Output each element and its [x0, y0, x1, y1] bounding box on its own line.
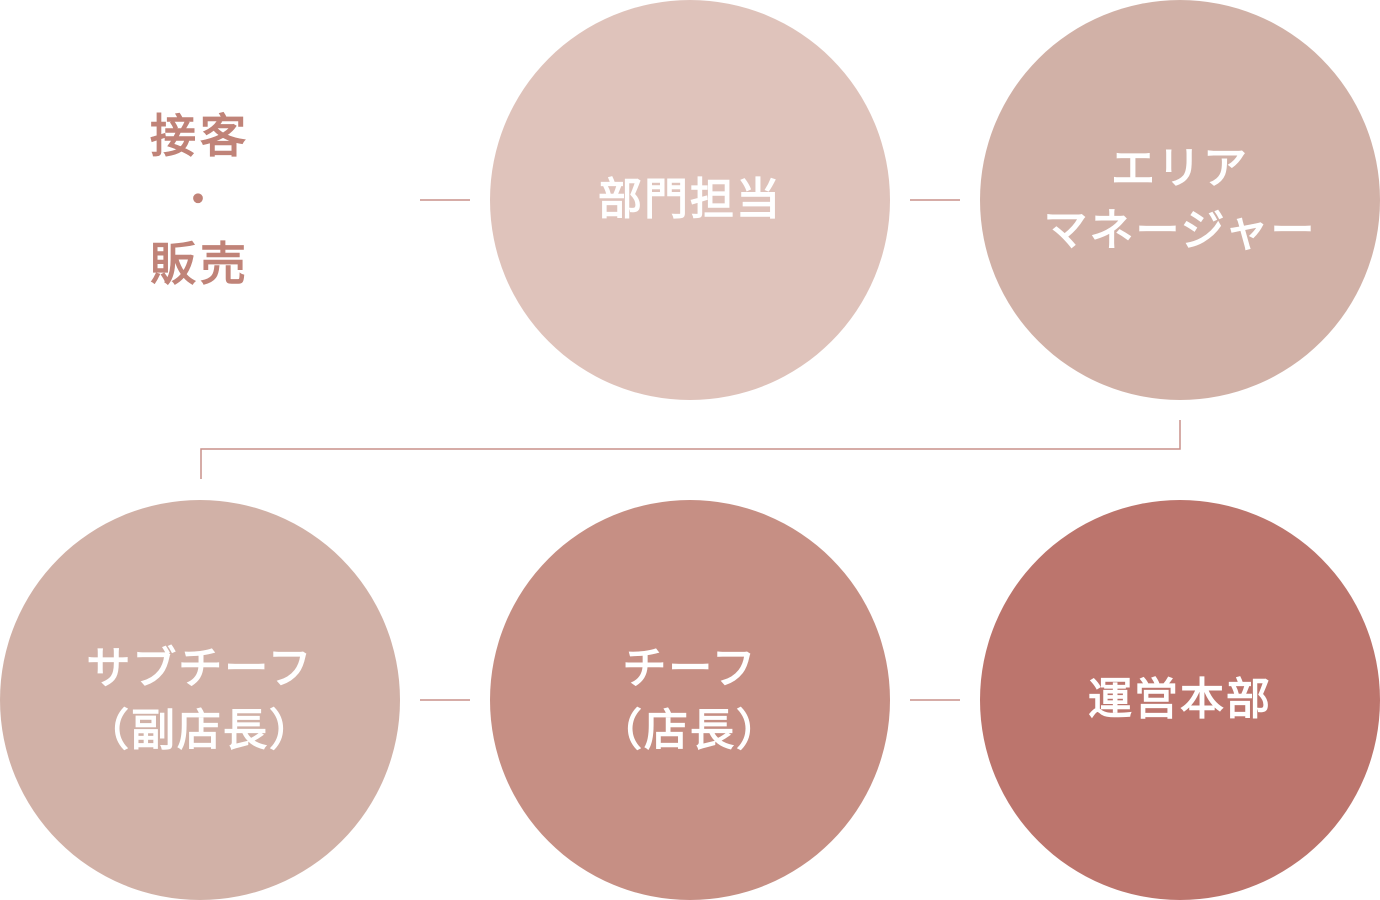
step5-label: 運営本部 — [1088, 674, 1272, 725]
step4-label-line-1: チーフ — [622, 643, 758, 694]
step-circle-sub-chief: サブチーフ （副店長） — [0, 500, 400, 900]
step3-label-line-2: （副店長） — [85, 705, 315, 756]
start-line-1: 接客 — [150, 109, 250, 163]
step4-label-line-2: （店長） — [598, 705, 782, 756]
step2-label-line-2: マネージャー — [1043, 205, 1317, 256]
step2-label-line-1: エリア — [1111, 143, 1249, 194]
step3-label-line-1: サブチーフ — [86, 643, 314, 694]
start-line-separator: ・ — [178, 177, 222, 223]
start-label-customer-service-sales: 接客 ・ 販売 — [100, 100, 300, 300]
step-circle-department-lead: 部門担当 — [490, 0, 890, 400]
step1-label: 部門担当 — [598, 174, 782, 225]
start-line-2: 販売 — [150, 237, 250, 291]
connector-step2-to-step3 — [200, 420, 1181, 479]
step-circle-operations-hq: 運営本部 — [980, 500, 1380, 900]
step-circle-chief: チーフ （店長） — [490, 500, 890, 900]
step-circle-area-manager: エリア マネージャー — [980, 0, 1380, 400]
